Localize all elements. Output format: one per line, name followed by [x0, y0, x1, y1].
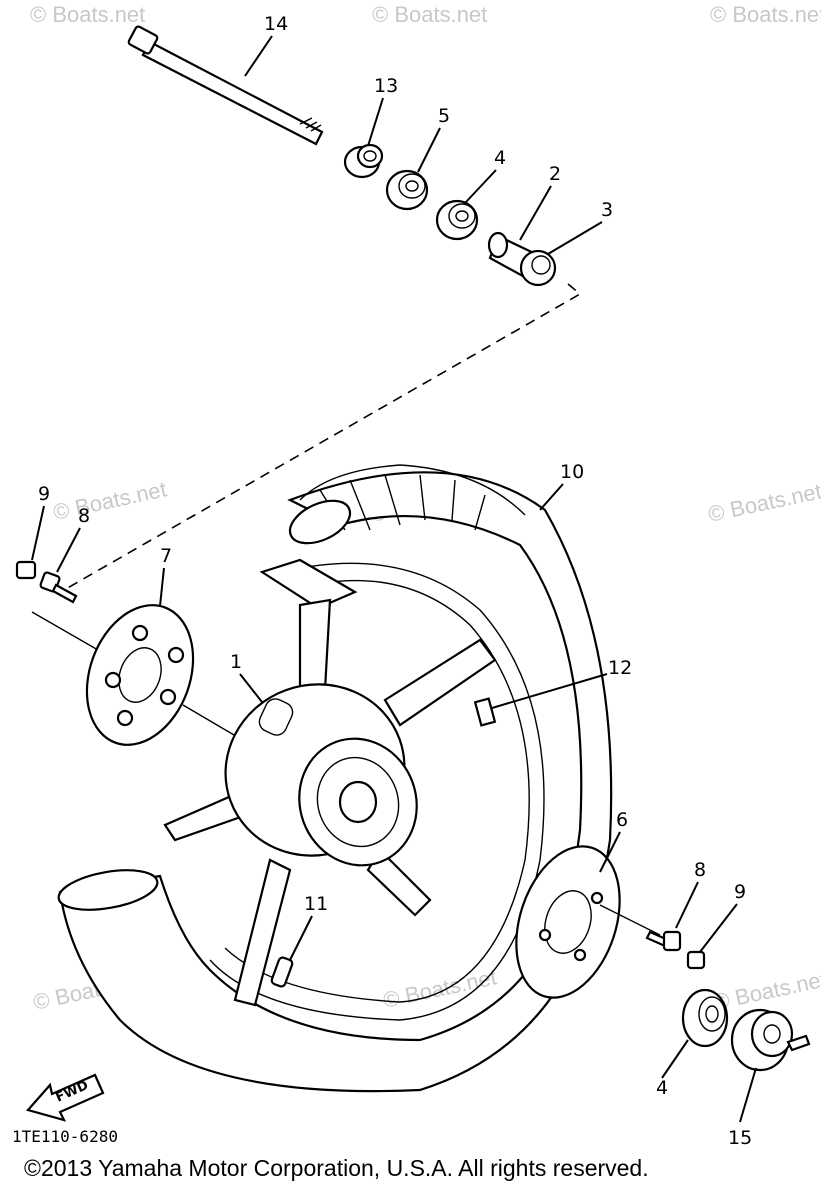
assembly-line — [63, 283, 582, 591]
callout-label: 2 — [549, 163, 561, 185]
callout-label: 8 — [694, 859, 706, 881]
drawing-code: 1TE110-6280 — [12, 1127, 118, 1146]
callout-label: 4 — [656, 1077, 668, 1099]
watermark: © Boats.net — [381, 964, 499, 1012]
callout-label: 14 — [264, 13, 288, 35]
callout-label: 10 — [560, 461, 584, 483]
axle — [127, 25, 324, 146]
collar — [343, 143, 384, 179]
watermark: © Boats.net — [51, 476, 169, 524]
assembly-line — [599, 904, 661, 936]
bearing-4-lower — [681, 988, 729, 1048]
bearing-5 — [385, 169, 429, 211]
tire — [57, 464, 613, 1093]
nut-left — [15, 560, 37, 580]
callout-label: 4 — [494, 147, 506, 169]
watermark: © Boats.net — [372, 2, 487, 27]
nut-right — [686, 950, 706, 970]
callout-label: 13 — [374, 75, 398, 97]
brake-disc-right — [515, 845, 621, 999]
fwd-arrow: FWD — [26, 1073, 105, 1122]
brake-disc-left — [85, 604, 195, 746]
callout-label: 12 — [608, 657, 632, 679]
meter-gear — [730, 1008, 811, 1072]
spacer — [487, 231, 557, 287]
leader-line — [182, 704, 235, 736]
callout-label: 9 — [734, 881, 746, 903]
copyright-notice: ©2013 Yamaha Motor Corporation, U.S.A. A… — [24, 1155, 649, 1181]
watermark: © Boats.net — [710, 2, 821, 27]
watermark: © Boats.net — [711, 966, 821, 1014]
valve-stem — [270, 956, 294, 988]
bolt-left — [39, 571, 78, 604]
callout-label: 15 — [728, 1127, 752, 1149]
callout-label: 5 — [438, 105, 450, 127]
leader-lines — [31, 35, 757, 1123]
watermark: © Boats.net — [706, 478, 821, 526]
wheel — [163, 558, 545, 1021]
assembly-line — [31, 611, 99, 651]
bolt-right — [645, 930, 682, 952]
callout-label: 3 — [601, 199, 613, 221]
watermark: © Boats.net — [30, 2, 145, 27]
callouts: 14 13 5 4 2 3 9 8 7 1 10 12 6 8 9 11 4 1… — [38, 13, 752, 1149]
callout-label: 6 — [616, 809, 628, 831]
hub — [224, 683, 418, 867]
callout-label: 9 — [38, 483, 50, 505]
bearing-4-upper — [435, 199, 479, 241]
callout-label: 7 — [160, 545, 172, 567]
callout-label: 8 — [78, 505, 90, 527]
callout-label: 11 — [304, 893, 328, 915]
callout-label: 1 — [230, 651, 242, 673]
